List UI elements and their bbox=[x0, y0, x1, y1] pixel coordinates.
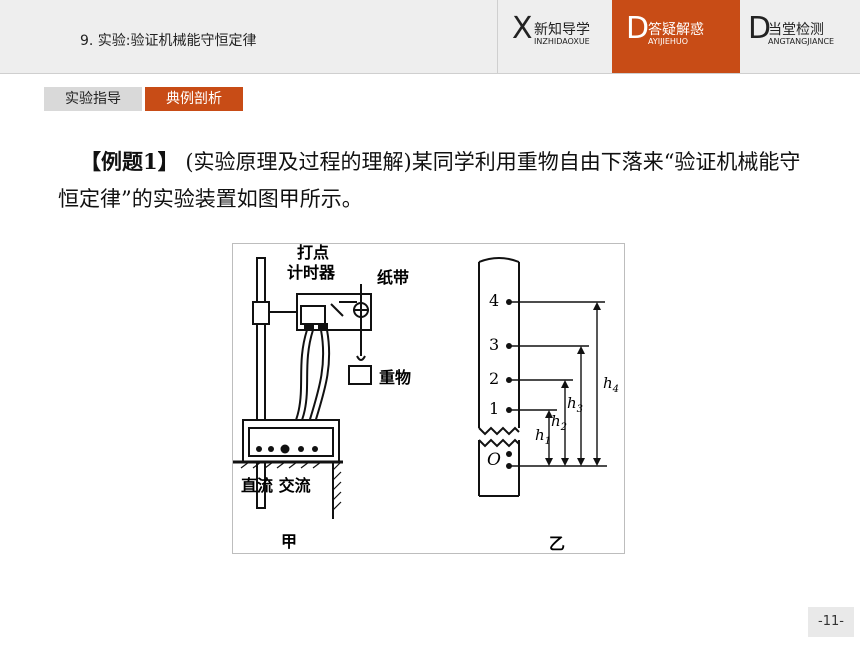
height-label-2: h2 bbox=[551, 412, 568, 433]
point-label-4: 4 bbox=[489, 291, 500, 310]
tab-letter: X bbox=[512, 11, 533, 46]
timer-label-2: 计时器 bbox=[287, 263, 336, 282]
tab-label: 答疑解惑 bbox=[648, 22, 704, 38]
power-label: 直流 交流 bbox=[241, 476, 311, 495]
tab-letter: D bbox=[748, 11, 772, 46]
subtab-dianlipouxi[interactable]: 典例剖析 bbox=[145, 87, 243, 111]
apparatus-diagram bbox=[233, 257, 607, 519]
tab-subtitle: AYIJIEHUO bbox=[648, 37, 689, 46]
point-label-o: O bbox=[487, 450, 501, 470]
example-text: (实验原理及过程的理解)某同学利用重物自由下落来“验证机械能守恒定律”的实验装置… bbox=[58, 150, 801, 211]
point-label-2: 2 bbox=[489, 369, 500, 388]
height-label-3: h3 bbox=[567, 394, 584, 415]
tab-subtitle: INZHIDAOXUE bbox=[534, 37, 590, 46]
tab-xinzhidaoxue[interactable]: X 新知导学 INZHIDAOXUE bbox=[498, 0, 612, 73]
fig-b-label: 乙 bbox=[549, 534, 566, 553]
nav-divider bbox=[497, 0, 498, 73]
page-title: 9. 实验:验证机械能守恒定律 bbox=[80, 33, 257, 49]
example-paragraph: 【例题1】 (实验原理及过程的理解)某同学利用重物自由下落来“验证机械能守恒定律… bbox=[58, 143, 818, 218]
point-label-1: 1 bbox=[489, 399, 500, 418]
example-label: 【例题1】 bbox=[80, 149, 179, 174]
tab-label: 新知导学 bbox=[534, 22, 590, 38]
point-label-3: 3 bbox=[489, 335, 500, 354]
tape-label: 纸带 bbox=[377, 268, 410, 287]
page-number: -11- bbox=[808, 607, 854, 637]
fig-a-label: 甲 bbox=[281, 532, 298, 551]
tab-dangtangjiance[interactable]: D 当堂检测 ANGTANGJIANCE bbox=[740, 0, 860, 73]
subtab-shiyanzhidao[interactable]: 实验指导 bbox=[44, 87, 142, 111]
tab-label: 当堂检测 bbox=[768, 22, 824, 38]
height-label-4: h4 bbox=[603, 374, 620, 395]
tab-subtitle: ANGTANGJIANCE bbox=[768, 37, 835, 46]
tab-dayijiehuo[interactable]: D 答疑解惑 AYIJIEHUO bbox=[612, 0, 740, 73]
height-label-1: h1 bbox=[535, 426, 552, 447]
weight-label: 重物 bbox=[379, 368, 412, 387]
timer-label-1: 打点 bbox=[297, 243, 330, 262]
tab-letter: D bbox=[626, 11, 650, 46]
experiment-figure: 打点 计时器 纸带 重物 直流 交流 甲 乙 4 3 2 1 O h1 h2 h… bbox=[232, 243, 625, 554]
header-bar: 9. 实验:验证机械能守恒定律 X 新知导学 INZHIDAOXUE D 答疑解… bbox=[0, 0, 860, 74]
